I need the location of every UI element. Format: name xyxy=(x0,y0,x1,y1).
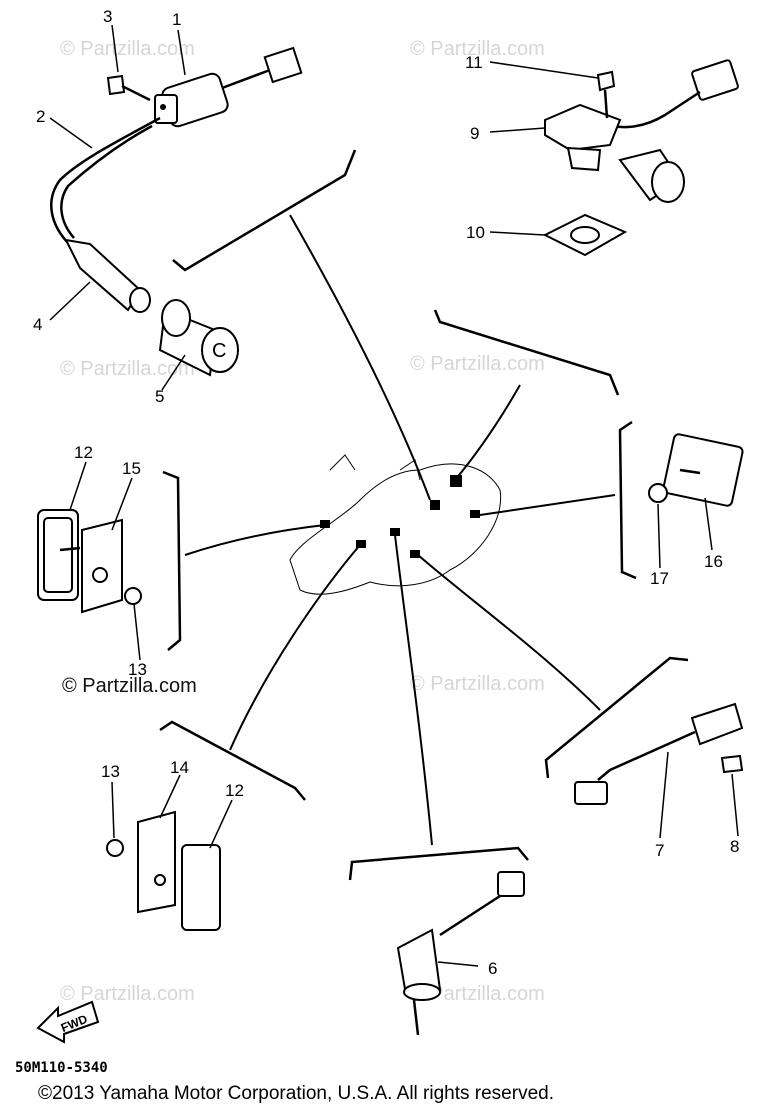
neutral-switch xyxy=(690,702,744,746)
screw-8 xyxy=(720,754,744,774)
nut-13 xyxy=(106,839,124,857)
fwd-arrow: FWD xyxy=(36,1000,100,1044)
callout-2: 2 xyxy=(36,107,45,126)
group-bracket xyxy=(348,846,529,881)
callout-3: 3 xyxy=(103,7,112,26)
sender-connector xyxy=(691,59,739,101)
callout-10: 10 xyxy=(466,223,485,242)
watermark: © Partzilla.com xyxy=(410,38,545,60)
callout-12: 12 xyxy=(225,781,244,800)
group-bracket xyxy=(159,720,306,801)
right-reflector-group xyxy=(648,433,744,569)
watermark: © Partzilla.com xyxy=(60,983,195,1005)
nut-13 xyxy=(124,587,142,605)
sensor-connector xyxy=(497,871,525,897)
watermark: © Partzilla.com xyxy=(410,353,545,375)
callout-1: 1 xyxy=(172,10,181,29)
callout-15: 15 xyxy=(122,459,141,478)
callout-14: 14 xyxy=(170,758,189,777)
callout-12: 12 xyxy=(74,443,93,462)
callout-13: 13 xyxy=(101,762,120,781)
group-bracket xyxy=(162,470,182,651)
callout-5: 5 xyxy=(155,387,164,406)
callout-11: 11 xyxy=(465,53,483,72)
left-reflector-group xyxy=(37,461,142,661)
callout-8: 8 xyxy=(730,837,739,856)
watermark: © Partzilla.com xyxy=(60,358,195,380)
screw-11 xyxy=(596,70,616,92)
group-bracket xyxy=(172,149,357,272)
callout-4: 4 xyxy=(33,315,42,334)
copyright-notice: ©2013 Yamaha Motor Corporation, U.S.A. A… xyxy=(38,1083,554,1104)
reflector-bracket-15 xyxy=(81,518,123,614)
nut-17 xyxy=(648,483,668,503)
coil-connector xyxy=(263,46,303,84)
rear-reflector-group xyxy=(106,774,233,931)
spark-plug-cap xyxy=(64,238,142,312)
callout-13: 13 xyxy=(128,660,147,679)
watermark: © Partzilla.com xyxy=(60,38,195,60)
callout-labels: 3 1 2 4 5 11 9 10 12 15 13 17 16 13 14 1… xyxy=(33,7,739,978)
group-bracket xyxy=(544,656,689,779)
diagram-code: 50M110-5340 xyxy=(15,1060,108,1076)
reflector-16 xyxy=(662,433,744,507)
watermark-dark: © Partzilla.com xyxy=(62,675,197,697)
bolt-3 xyxy=(106,74,126,96)
motorcycle-frame xyxy=(289,454,502,595)
group-bracket xyxy=(618,420,637,580)
switch-connector xyxy=(574,781,608,805)
reflector-12 xyxy=(181,844,221,931)
fuel-sender-group xyxy=(489,59,739,257)
group-bracket xyxy=(433,309,620,396)
sender-unit-plate xyxy=(544,103,622,152)
watermarks: © Partzilla.com © Partzilla.com © Partzi… xyxy=(60,38,545,1005)
svg-text:C: C xyxy=(212,340,226,362)
callout-7: 7 xyxy=(655,841,664,860)
watermark: © Partzilla.com xyxy=(410,673,545,695)
watermark: © Partzilla.com xyxy=(410,983,545,1005)
neutral-switch-group xyxy=(574,702,744,839)
reflector-bracket-14 xyxy=(137,810,176,914)
coil-mount xyxy=(154,94,178,124)
callout-16: 16 xyxy=(704,552,723,571)
callout-6: 6 xyxy=(488,959,497,978)
callout-17: 17 xyxy=(650,569,669,588)
sensor-group xyxy=(396,871,525,1036)
callout-9: 9 xyxy=(470,124,479,143)
ignition-coil-group: C xyxy=(49,24,303,391)
